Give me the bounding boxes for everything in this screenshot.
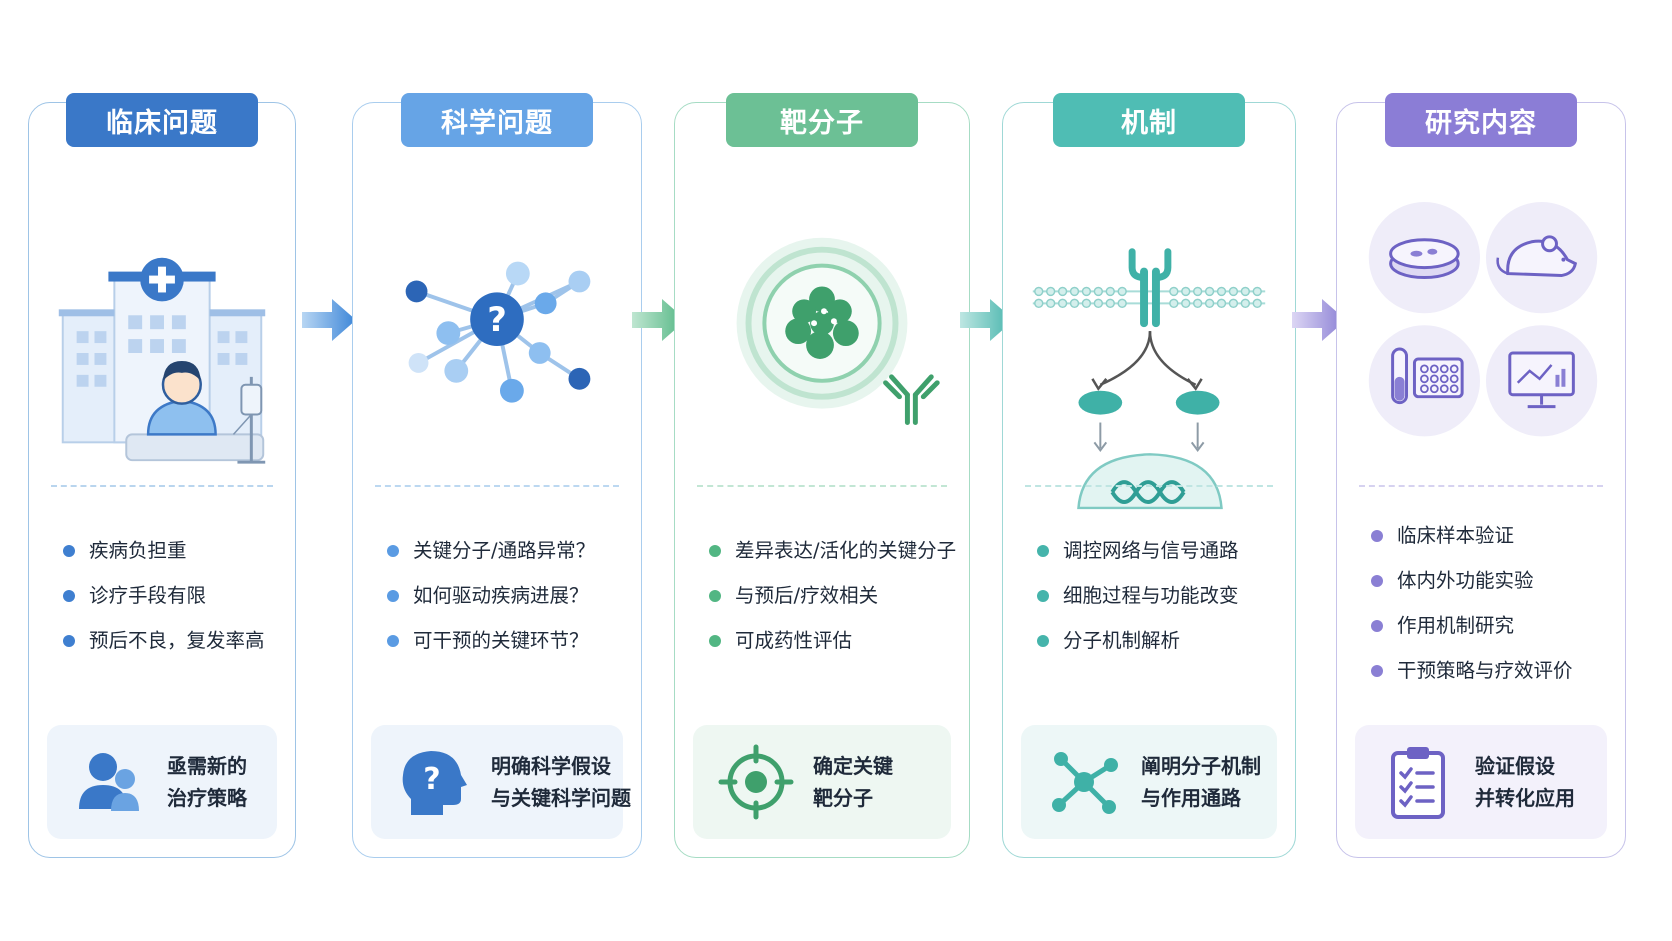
panel-title: 科学问题 (401, 93, 593, 147)
list-item: 关键分子/通路异常？ (387, 528, 631, 573)
molecule-icon (1052, 752, 1118, 814)
bullet-list: 差异表达/活化的关键分子 与预后/疗效相关 可成药性评估 (709, 528, 959, 663)
research-methods-icon (1368, 202, 1598, 437)
list-item: 与预后/疗效相关 (709, 573, 959, 618)
summary-box: 亟需新的 治疗策略 (47, 725, 277, 839)
hospital-patient-icon (58, 257, 266, 464)
list-item: 干预策略与疗效评价 (1371, 648, 1615, 693)
list-item: 可干预的关键环节？ (387, 618, 631, 663)
patients-icon (79, 753, 139, 811)
list-item: 分子机制解析 (1037, 618, 1285, 663)
summary-line-1: 亟需新的 (167, 754, 247, 778)
summary-line-2: 与关键科学问题 (491, 786, 631, 810)
panel-title: 靶分子 (726, 93, 918, 147)
summary-line-2: 治疗策略 (167, 786, 247, 810)
summary-line-1: 验证假设 (1475, 754, 1555, 778)
bullet-list: 疾病负担重 诊疗手段有限 预后不良，复发率高 (63, 528, 285, 663)
panel-mechanism: 机制 调控网络与信号通路 细胞过 (1002, 93, 1296, 858)
panel-title: 研究内容 (1385, 93, 1577, 147)
list-item: 作用机制研究 (1371, 603, 1615, 648)
crosshair-icon (718, 744, 794, 820)
list-item: 细胞过程与功能改变 (1037, 573, 1285, 618)
list-item: 临床样本验证 (1371, 513, 1615, 558)
bullet-list: 关键分子/通路异常？ 如何驱动疾病进展？ 可干预的关键环节？ (387, 528, 631, 663)
summary-line-2: 与作用通路 (1141, 786, 1241, 810)
flow-arrow-icon (1292, 299, 1346, 341)
list-item: 差异表达/活化的关键分子 (709, 528, 959, 573)
panel-scientific-question: 科学问题 ? 关键分子/通路异常？ 如何驱动疾病进展？ 可干 (352, 93, 642, 858)
panel-title: 机制 (1053, 93, 1245, 147)
list-item: 如何驱动疾病进展？ (387, 573, 631, 618)
summary-box: 阐明分子机制 与作用通路 (1021, 725, 1277, 839)
dashed-divider (1359, 485, 1603, 487)
panel-clinical-problem: 临床问题 疾病负担重 诊疗手段有限 预后不良 (28, 93, 296, 858)
list-item: 预后不良，复发率高 (63, 618, 285, 663)
list-item: 诊疗手段有限 (63, 573, 285, 618)
signaling-pathway-icon (1032, 248, 1266, 510)
network-question-icon: ? (405, 261, 591, 403)
dashed-divider (375, 485, 619, 487)
summary-box: ? 明确科学假设 与关键科学问题 (371, 725, 631, 839)
target-molecule-icon (736, 237, 940, 426)
dashed-divider (1025, 485, 1273, 487)
dashed-divider (697, 485, 947, 487)
clipboard-checklist-icon (1391, 747, 1445, 819)
svg-text:?: ? (423, 762, 440, 797)
list-item: 体内外功能实验 (1371, 558, 1615, 603)
summary-line-1: 确定关键 (813, 754, 893, 778)
flow-arrow-icon (302, 299, 356, 341)
summary-box: 确定关键 靶分子 (693, 725, 951, 839)
head-question-icon: ? (402, 751, 467, 815)
bullet-list: 临床样本验证 体内外功能实验 作用机制研究 干预策略与疗效评价 (1371, 513, 1615, 693)
panel-target-molecule: 靶分子 差异表达/活化的关键分子 与预后/疗效相关 可成 (674, 93, 970, 858)
summary-line-2: 靶分子 (813, 786, 873, 810)
summary-line-1: 明确科学假设 (491, 754, 611, 778)
dashed-divider (51, 485, 273, 487)
flow-arrow-icon (632, 299, 686, 341)
flow-arrow-icon (960, 299, 1014, 341)
summary-line-2: 并转化应用 (1475, 786, 1575, 810)
svg-text:?: ? (487, 300, 507, 339)
panel-title: 临床问题 (66, 93, 258, 147)
list-item: 调控网络与信号通路 (1037, 528, 1285, 573)
list-item: 可成药性评估 (709, 618, 959, 663)
bullet-list: 调控网络与信号通路 细胞过程与功能改变 分子机制解析 (1037, 528, 1285, 663)
panel-research-content: 研究内容 临床样本验证 体内外功能实验 作用机制研究 (1336, 93, 1626, 858)
summary-line-1: 阐明分子机制 (1141, 754, 1261, 778)
list-item: 疾病负担重 (63, 528, 285, 573)
summary-box: 验证假设 并转化应用 (1355, 725, 1607, 839)
